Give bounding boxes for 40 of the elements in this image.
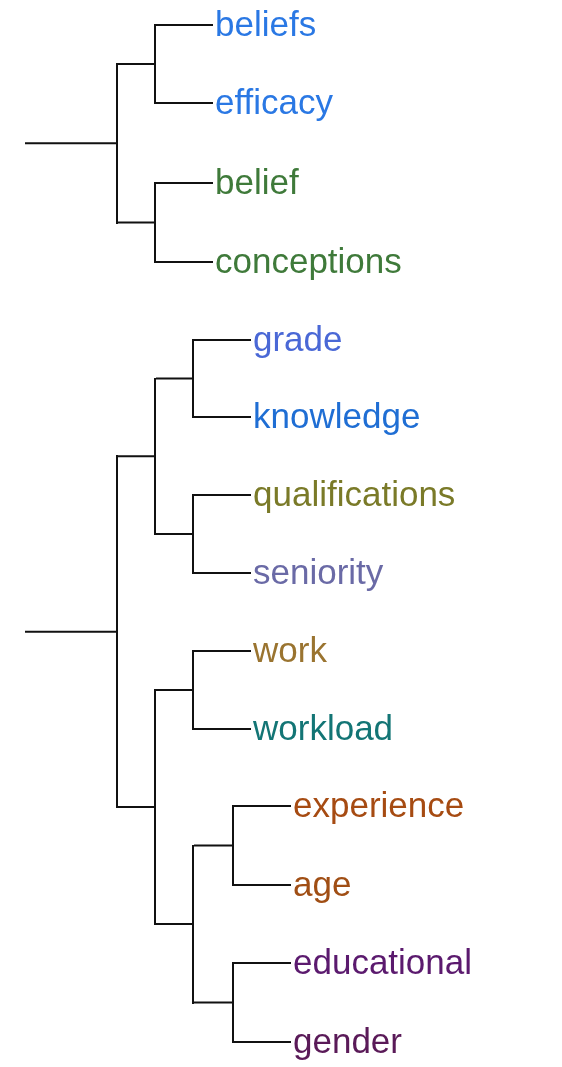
tree-branch-line <box>117 221 155 224</box>
tree-branch-line <box>155 261 214 263</box>
tree-branch-line <box>155 689 193 691</box>
tree-branch-line <box>155 923 193 925</box>
tree-branch-line <box>193 1001 233 1004</box>
leaf-label: efficacy <box>215 82 334 122</box>
tree-branch-line <box>193 416 252 418</box>
tree-branch-line <box>193 650 252 652</box>
tree-branch-line <box>233 1041 292 1043</box>
tree-branch-line <box>233 884 292 886</box>
tree-branch-line <box>233 805 292 807</box>
tree-branch-line <box>155 377 193 380</box>
leaf-label: seniority <box>253 552 384 592</box>
tree-branch-line <box>193 728 252 730</box>
leaf-label: educational <box>293 942 473 982</box>
tree-branch-line <box>117 455 155 458</box>
leaf-label: grade <box>253 319 343 359</box>
tree-branch-line <box>193 339 252 341</box>
tree-branch-line <box>155 102 214 104</box>
leaf-label: age <box>293 864 352 904</box>
leaf-label: belief <box>215 162 299 202</box>
tree-branch-line <box>193 844 233 847</box>
tree-branch-line <box>155 24 214 26</box>
leaf-label: gender <box>293 1021 402 1061</box>
tree-branch-line <box>155 533 193 535</box>
tree-branch-line <box>193 572 252 574</box>
tree-branch-line <box>24 142 117 145</box>
leaf-label: workload <box>253 708 394 748</box>
leaf-label: conceptions <box>215 241 402 281</box>
tree-branch-line <box>24 630 117 633</box>
tree-branch-line <box>117 806 155 808</box>
leaf-label: qualifications <box>253 474 456 514</box>
leaf-label: work <box>253 630 327 670</box>
leaf-label: knowledge <box>253 396 421 436</box>
tree-branch-line <box>117 63 155 65</box>
tree-branch-line <box>155 182 214 184</box>
leaf-label: experience <box>293 785 465 825</box>
tree-branch-line <box>193 494 252 496</box>
leaf-label: beliefs <box>215 4 317 44</box>
tree-branch-line <box>233 962 292 964</box>
